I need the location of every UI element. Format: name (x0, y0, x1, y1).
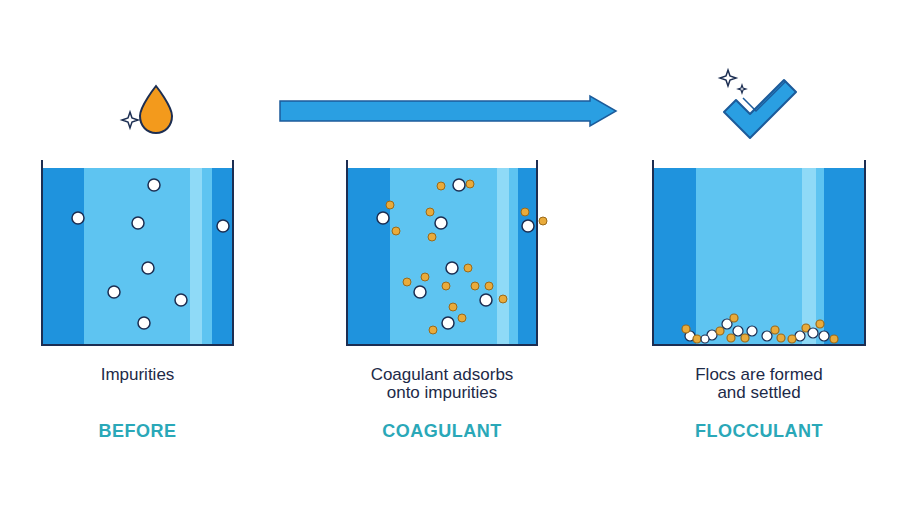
tank-wall (42, 160, 233, 345)
tank-wall (347, 160, 537, 345)
tank-stage: ImpuritiesBEFORE (42, 150, 233, 450)
tank-stage: Flocs are formed and settledFLOCCULANT (653, 150, 865, 450)
process-arrow (280, 96, 616, 126)
sparkle-icon (720, 70, 736, 86)
stage-caption: Impurities (50, 366, 225, 384)
tank-water (347, 168, 537, 345)
stage-label: BEFORE (42, 421, 233, 442)
tank-water (42, 168, 233, 345)
stage-label: FLOCCULANT (653, 421, 865, 442)
tank-wall (653, 160, 865, 345)
impurity-particles (72, 179, 229, 329)
impurity-particles (377, 179, 534, 329)
tank-water (653, 168, 865, 345)
tank-stage: Coagulant adsorbs onto impuritiesCOAGULA… (347, 150, 537, 450)
check-icon (724, 80, 796, 138)
stage-caption: Flocs are formed and settled (679, 366, 839, 402)
sparkle-icon (122, 112, 138, 128)
check-inner-line (743, 81, 786, 111)
drop-icon (140, 86, 172, 133)
sparkle-icon (738, 85, 746, 93)
coagulant-particles (386, 180, 547, 334)
stage-caption: Coagulant adsorbs onto impurities (355, 366, 530, 402)
stage-label: COAGULANT (347, 421, 537, 442)
settled-flocs (682, 314, 838, 343)
